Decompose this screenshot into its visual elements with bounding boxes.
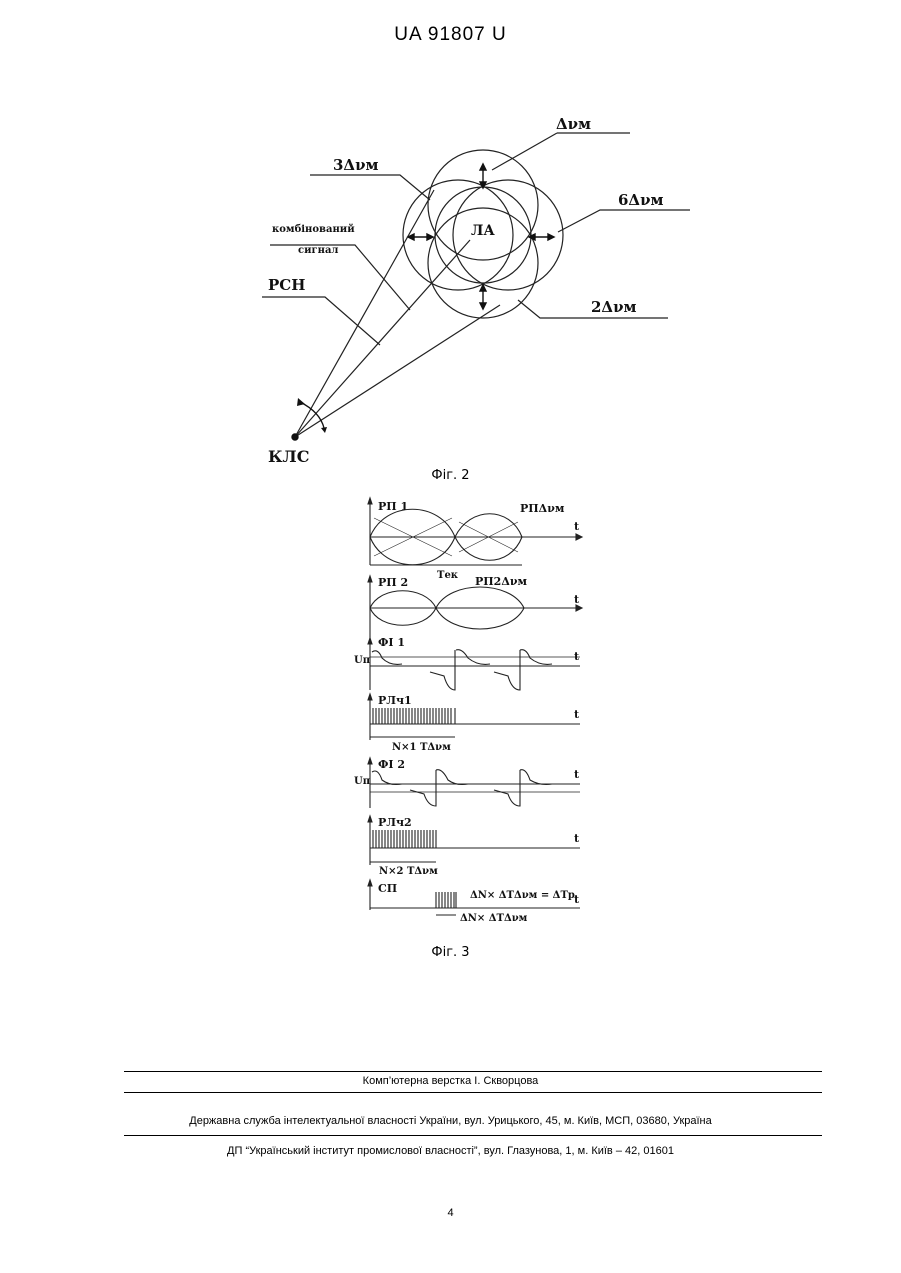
label-sp: СП [378,882,397,895]
label-fi1: ФІ 1 [378,636,405,649]
label-dn-eq: ΔN× ΔTΔνм = ΔTр [470,890,575,901]
label-fi2: ФІ 2 [378,758,405,771]
label-un-2: Uп [354,776,370,787]
page-number: 4 [0,1207,901,1219]
label-t-5: t [574,768,580,781]
label-rp-dv: РПΔνм [520,502,565,515]
label-rp2: РП 2 [378,576,408,589]
label-rlch2: РЛч2 [378,816,412,829]
label-t-2: t [574,593,580,606]
footer-service: Державна служба інтелектуальної власност… [0,1115,901,1127]
footer-rule-2 [124,1092,822,1093]
footer-rule-1 [124,1071,822,1072]
footer-rule-3 [124,1135,822,1136]
label-rp1: РП 1 [378,500,408,513]
label-t-7: t [574,893,580,906]
figure-3-caption: Фiг. 3 [0,945,901,960]
label-tek: Tек [437,570,459,581]
label-t-4: t [574,708,580,721]
label-t-1: t [574,520,580,533]
figure-3-timing-diagram: РП 1 РПΔνм t Tек РП 2 РП2Δνм t ФІ 1 Uп t… [0,0,901,945]
label-n2: N×2 TΔνм [379,866,438,877]
footer-layout-credit: Комп’ютерна верстка І. Скворцова [0,1075,901,1087]
label-n1: N×1 TΔνм [392,742,451,753]
footer-institute: ДП “Український інститут промислової вла… [0,1145,901,1157]
label-t-3: t [574,650,580,663]
label-dn: ΔN× ΔTΔνм [460,913,528,924]
label-rp2dv: РП2Δνм [475,575,527,588]
label-rlch1: РЛч1 [378,694,412,707]
label-un-1: Uп [354,655,370,666]
label-t-6: t [574,832,580,845]
